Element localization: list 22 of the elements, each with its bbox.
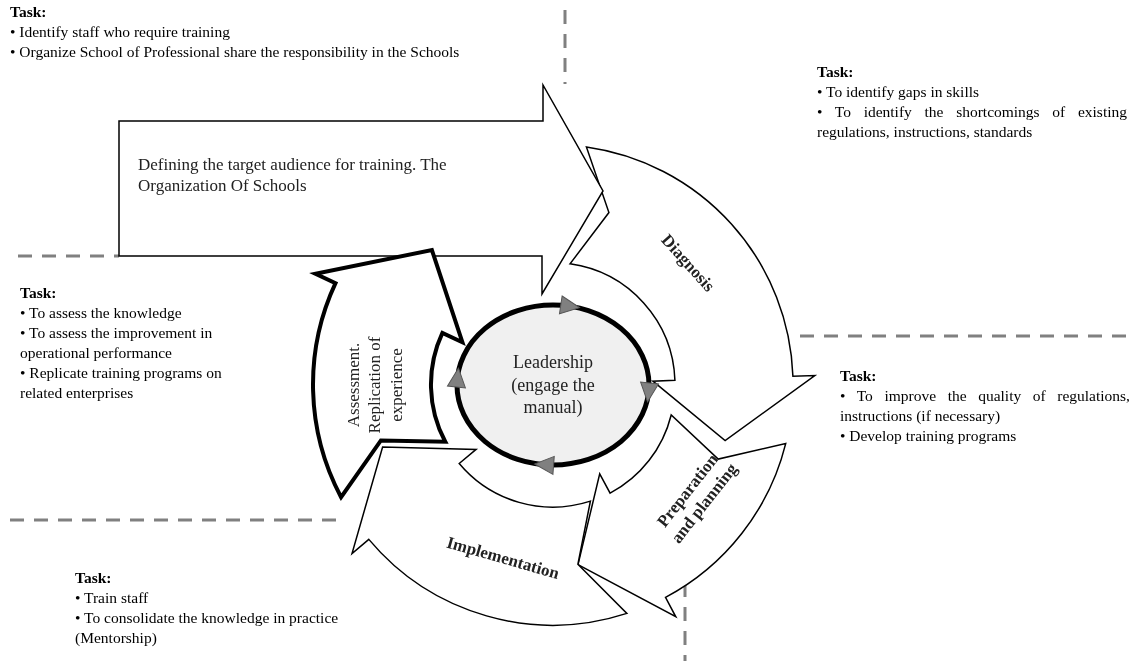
task-heading: Task: <box>75 568 113 588</box>
task-item: • Organize School of Professional share the responsibility in the Schools <box>10 42 461 62</box>
task-item: • To assess the knowledge <box>20 303 183 323</box>
task-item: • Develop training programs <box>840 426 1018 446</box>
task-item: • To improve the quality of regulations, instructions (if necessary) <box>840 386 1130 426</box>
task-item: • To consolidate the knowledge in practice (Mentorship) <box>75 608 340 648</box>
task-item: • To identify gaps in skills <box>817 82 981 102</box>
task-item: • Train staff <box>75 588 150 608</box>
task-item: • To assess the improvement in operational performance <box>20 323 214 363</box>
task-heading: Task: <box>20 283 58 303</box>
task-heading: Task: <box>10 2 48 22</box>
block-arrow <box>117 83 605 296</box>
task-item: • To identify the shortcomings of existing regulations, instructions, standards <box>817 102 1127 142</box>
node-label: Assessment. Replication of experience <box>343 335 407 436</box>
node-label: Leadership (engage the manual) <box>510 351 596 419</box>
node-label: Defining the target audience for training. The Organization Of Schools <box>138 153 448 197</box>
cycle-segment <box>350 444 630 627</box>
task-item: • Replicate training programs on related enterprises <box>20 363 223 403</box>
task-heading: Task: <box>817 62 855 82</box>
task-heading: Task: <box>840 366 878 386</box>
task-item: • Identify staff who require training <box>10 22 231 42</box>
cycle-segment <box>309 246 467 502</box>
